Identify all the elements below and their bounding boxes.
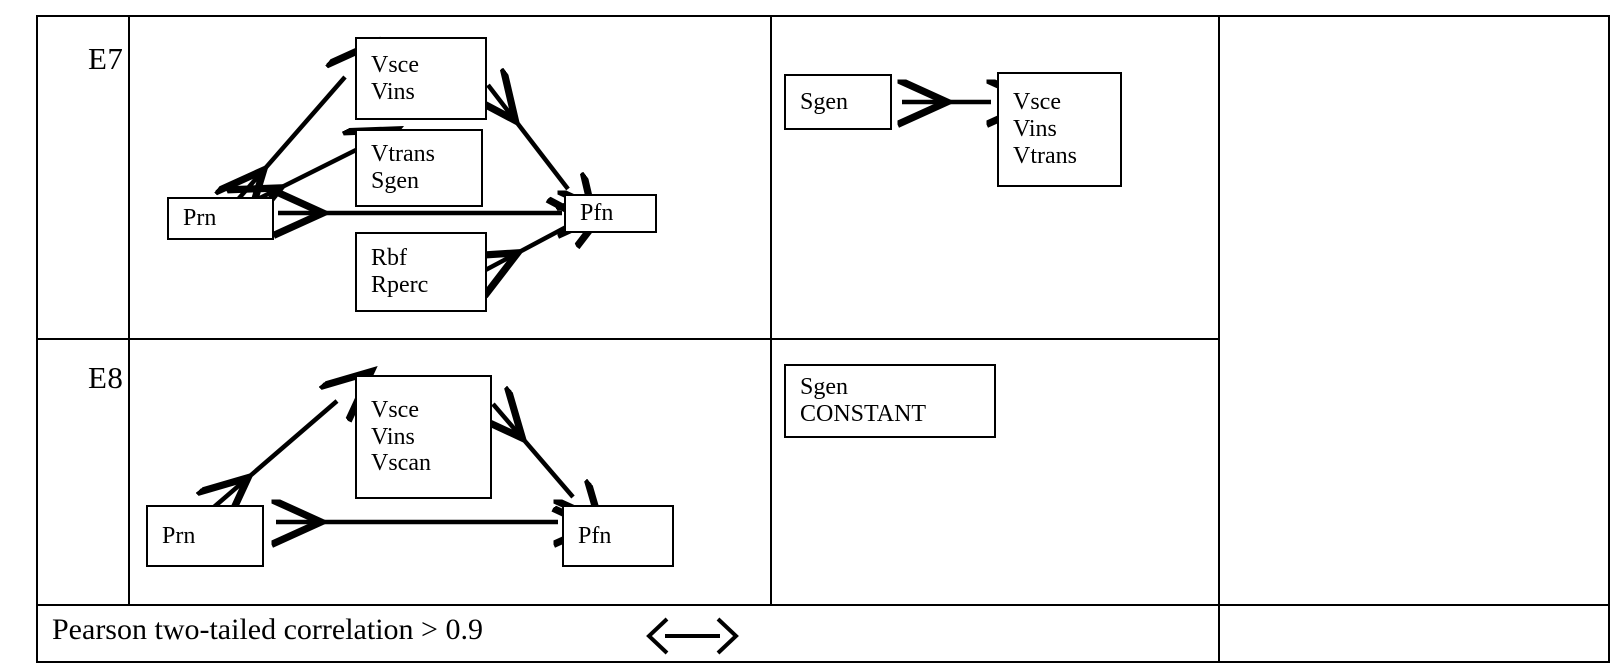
legend-text: Pearson two-tailed correlation > 0.9 — [52, 613, 483, 646]
row-label-e7: E7 — [88, 41, 124, 76]
edge-rbf-pfn — [478, 225, 570, 274]
node-line: Pfn — [578, 522, 612, 549]
column-divider-secondary — [770, 17, 772, 604]
node-line: Vscan — [371, 450, 431, 477]
e7-node-rbf-rperc: Rbf Rperc — [355, 232, 487, 312]
node-line: Vtrans — [371, 141, 435, 168]
node-line: Vins — [371, 423, 415, 450]
e7-node-vsce-vins: Vsce Vins — [355, 37, 487, 120]
e8-third-cell — [1220, 340, 1608, 604]
row-divider-e7-e8 — [38, 338, 1218, 340]
node-line: Vins — [1013, 116, 1057, 143]
node-line: Vsce — [371, 396, 419, 423]
e8-node-sgen-constant: Sgen CONSTANT — [784, 364, 996, 438]
e7-node-vtrans-sgen: Vtrans Sgen — [355, 129, 483, 207]
node-line: Sgen — [800, 88, 848, 115]
e8-node-vsce-vins-vscan: Vsce Vins Vscan — [355, 375, 492, 499]
edge-prn-vsce — [234, 77, 345, 204]
node-line: Prn — [162, 522, 196, 549]
edge-vsce-pfn — [488, 85, 568, 189]
e7-third-cell — [1220, 17, 1608, 338]
node-line: Vins — [371, 78, 415, 105]
e7-node-pfn: Pfn — [564, 194, 657, 233]
e8-node-pfn: Pfn — [562, 505, 674, 567]
node-line: Prn — [183, 205, 217, 232]
node-line: Rperc — [371, 272, 429, 298]
e7-node-prn: Prn — [167, 197, 274, 240]
node-line: CONSTANT — [800, 401, 927, 427]
e7-node-vsce-vins-vtrans: Vsce Vins Vtrans — [997, 72, 1122, 187]
node-line: Vtrans — [1013, 142, 1077, 169]
node-line: Pfn — [580, 200, 614, 227]
column-divider-third — [1218, 17, 1220, 661]
node-line: Sgen — [800, 374, 848, 401]
column-divider-label — [128, 17, 130, 604]
e8-node-prn: Prn — [146, 505, 264, 567]
node-line: Rbf — [371, 245, 407, 272]
row-label-e8: E8 — [88, 360, 124, 395]
double-headed-arrow-icon — [646, 617, 739, 655]
node-line: Vsce — [371, 51, 419, 78]
correlation-table: E7 Prn V — [36, 15, 1610, 663]
edge-prn-vsce — [214, 401, 337, 507]
node-line: Sgen — [371, 168, 419, 194]
row-divider-footer — [38, 604, 1608, 606]
footer-third-cell — [1220, 606, 1608, 661]
edge-vsce-pfn — [493, 404, 573, 497]
node-line: Vsce — [1013, 89, 1061, 116]
e7-node-sgen: Sgen — [784, 74, 892, 130]
